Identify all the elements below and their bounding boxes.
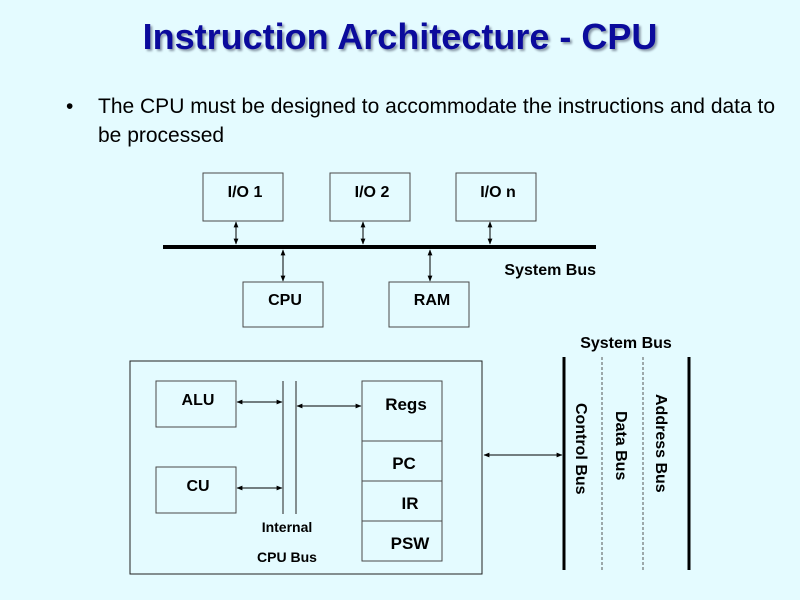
data-bus-label: Data Bus — [612, 411, 629, 480]
io-box-2: I/O 2 — [329, 172, 411, 222]
ram-box: RAM — [388, 281, 470, 328]
bullet-text: The CPU must be designed to accommodate … — [98, 95, 776, 147]
io-box-1: I/O 1 — [202, 172, 284, 222]
alu-box: ALU — [155, 380, 237, 428]
alu-label: ALU — [182, 392, 215, 409]
cpu-internal-frame — [129, 360, 483, 575]
ram-label: RAM — [414, 292, 450, 309]
ir-label: IR — [402, 494, 419, 513]
cu-label: CU — [186, 478, 209, 495]
cu-box: CU — [155, 466, 237, 514]
control-bus-label: Control Bus — [572, 403, 589, 495]
regs-label: Regs — [385, 395, 427, 414]
internal-bus-label-2: CPU Bus — [257, 549, 317, 565]
pc-label: PC — [392, 454, 416, 473]
io-label-1: I/O 1 — [228, 184, 263, 201]
psw-label: PSW — [391, 534, 431, 553]
cpu-box: CPU — [242, 281, 324, 328]
io-label-2: I/O 2 — [355, 184, 390, 201]
system-bus-label: System Bus — [504, 262, 596, 279]
slide-title: Instruction Architecture - CPU — [142, 16, 658, 57]
cpu-label: CPU — [268, 292, 302, 309]
register-file: Regs PC IR PSW — [361, 380, 443, 562]
io-box-n: I/O n — [455, 172, 537, 222]
io-label-n: I/O n — [480, 184, 516, 201]
system-bus-label-2: System Bus — [580, 335, 672, 352]
address-bus-label: Address Bus — [652, 394, 669, 493]
bullet-marker: • — [66, 95, 74, 118]
internal-bus-label-1: Internal — [262, 519, 313, 535]
